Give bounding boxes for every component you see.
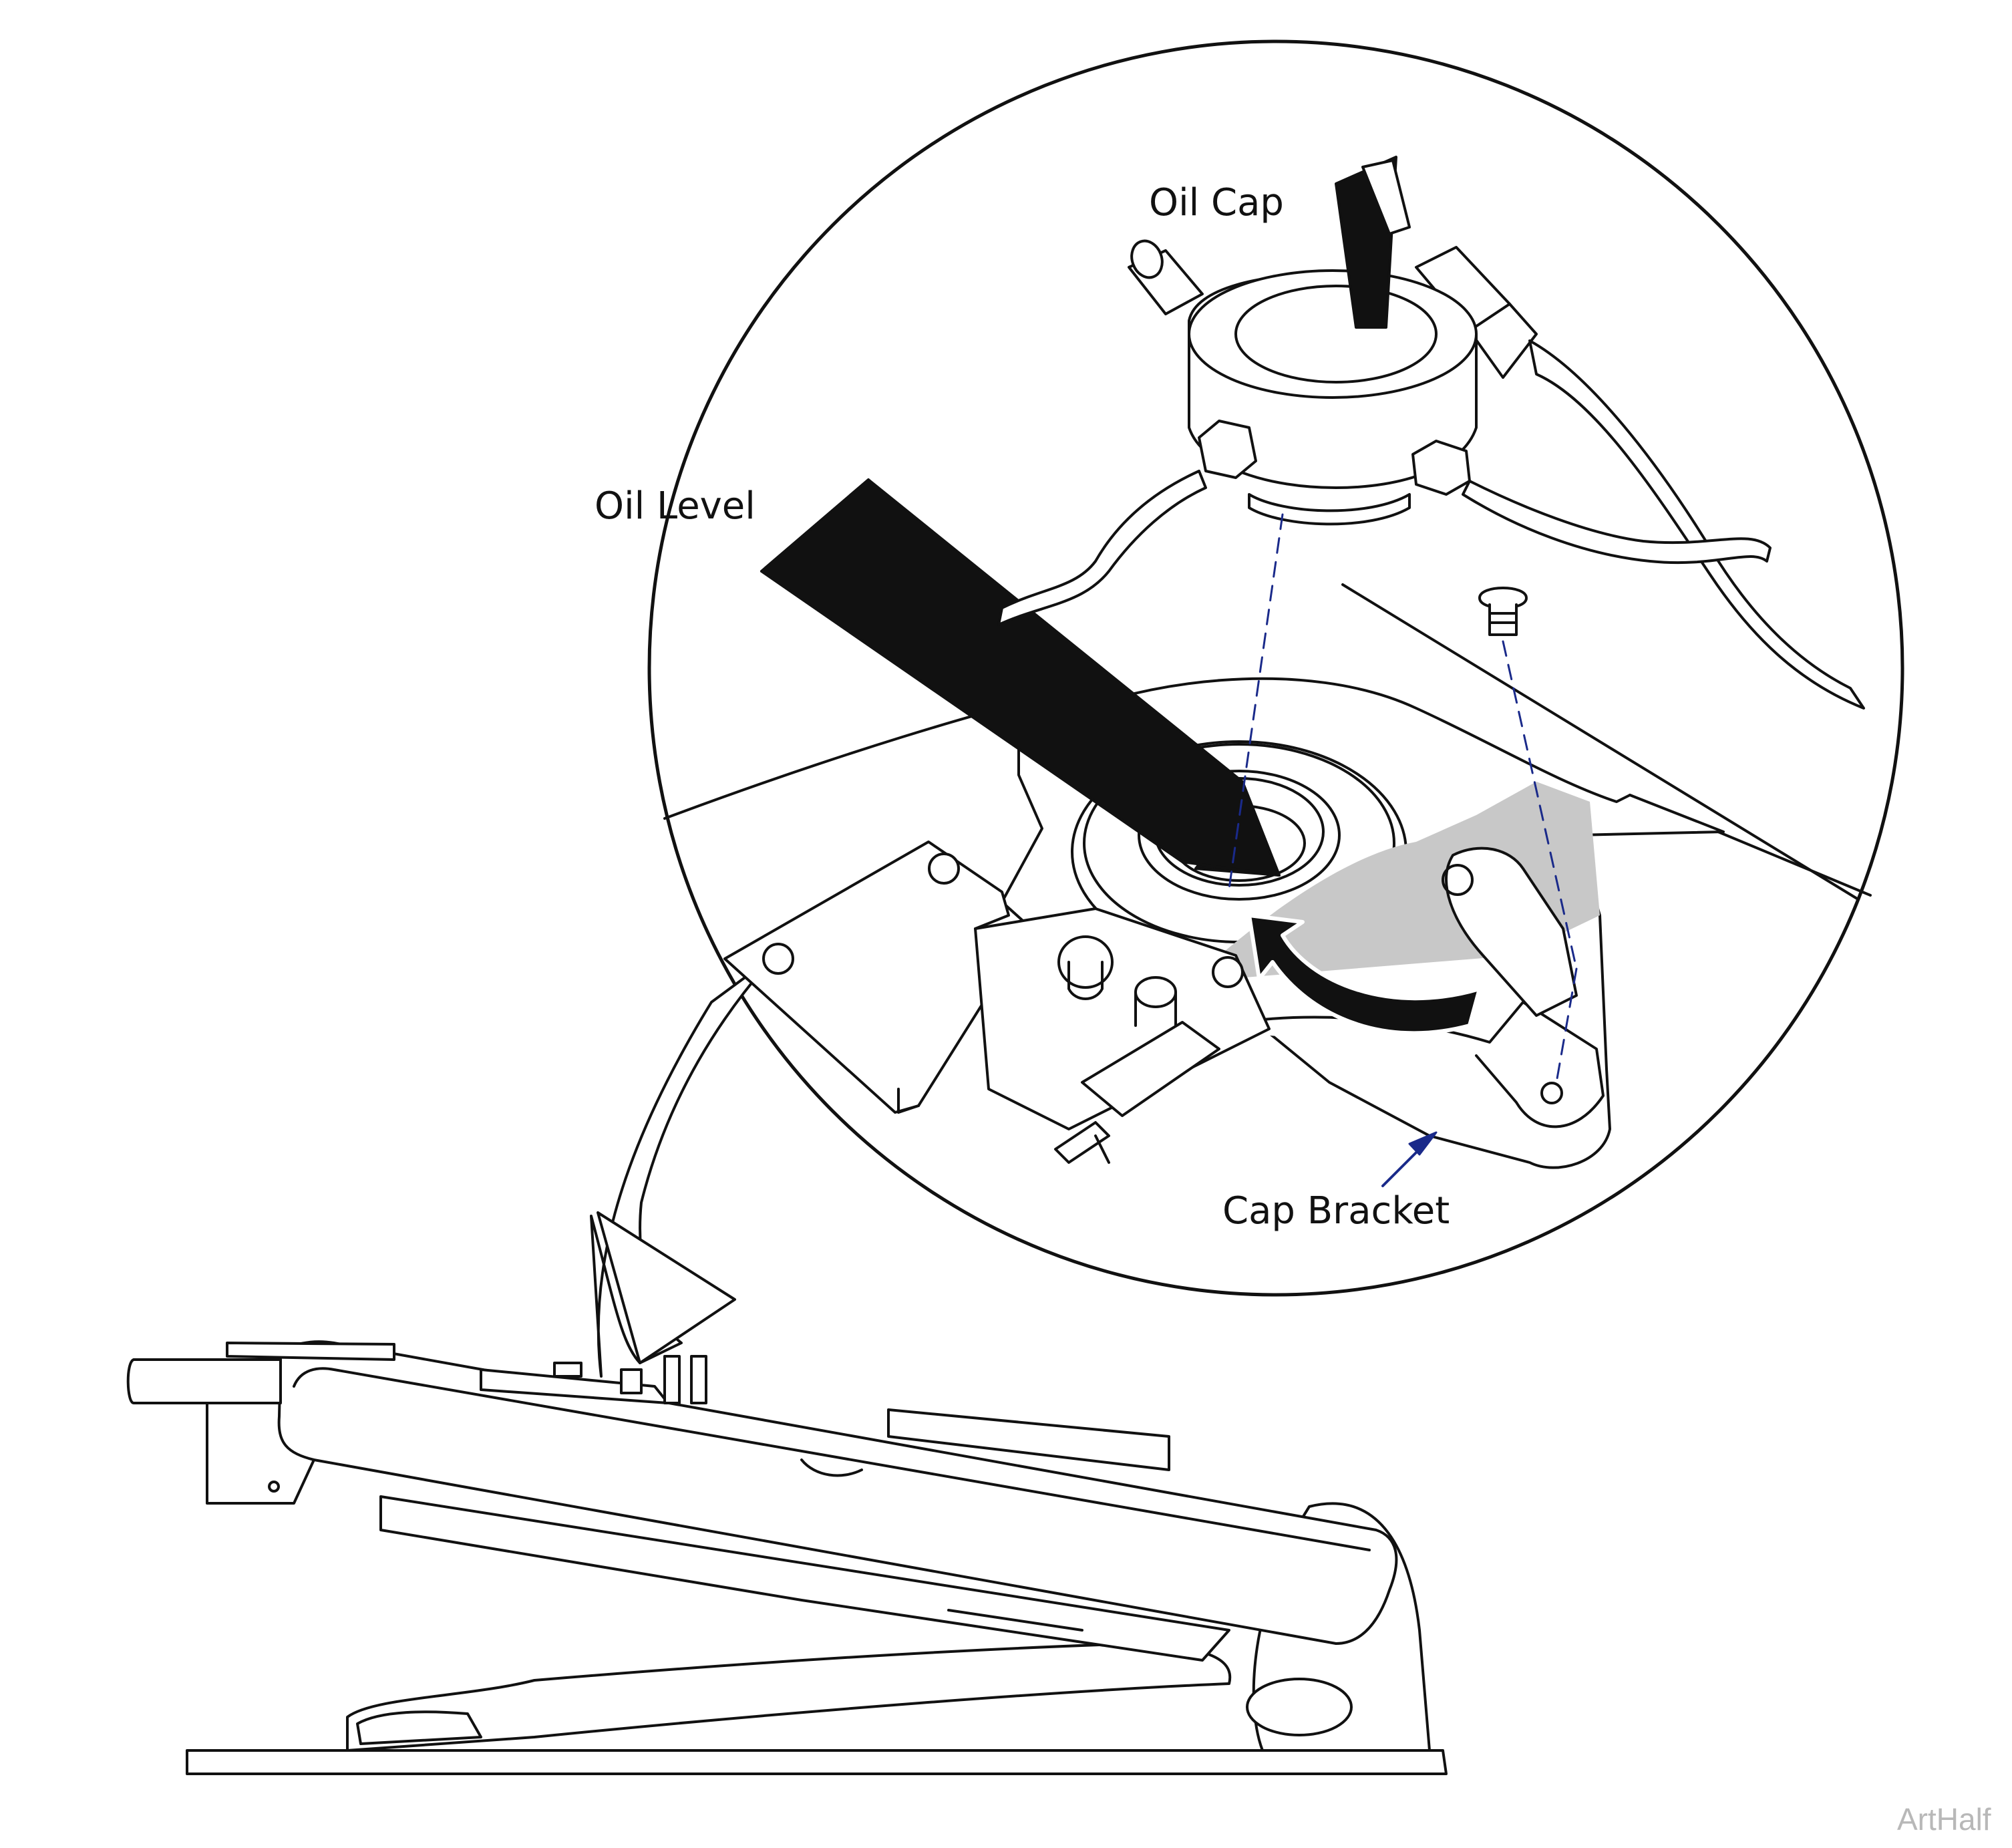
switch-bracket — [723, 840, 1271, 1164]
oil-cap-arrow — [1335, 156, 1411, 329]
main-housing — [277, 1340, 1398, 1645]
oil-cap-assembly — [997, 239, 1865, 710]
detail-contents — [663, 156, 1872, 1187]
detail-callout — [647, 39, 1904, 1297]
watermark: ArtHalf — [1897, 1802, 1991, 1837]
oil-cap-label: Oil Cap — [1149, 181, 1284, 224]
oil-level-arrow — [760, 478, 1281, 877]
callout-arrow — [590, 954, 776, 1378]
screw — [1478, 587, 1528, 636]
rotate-arrow — [1247, 913, 1482, 1036]
base-unit — [126, 1340, 1448, 1775]
detail-circle — [647, 39, 1904, 1297]
oil-level-label: Oil Level — [595, 484, 756, 528]
pedestal-oval — [1246, 1678, 1353, 1736]
alignment-lines — [1228, 513, 1578, 1084]
cap-bracket-label: Cap Bracket — [1222, 1189, 1450, 1233]
cap-bracket-leader — [1381, 1131, 1438, 1187]
base-plate — [186, 1749, 1448, 1775]
